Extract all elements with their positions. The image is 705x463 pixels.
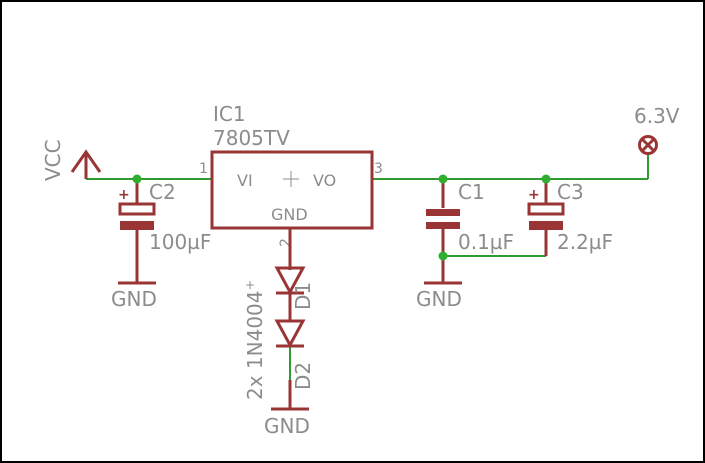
junction-dot — [438, 251, 448, 261]
c3-plate-positive — [527, 202, 565, 216]
d1-name: D1 — [291, 282, 315, 310]
c2-capacitor[interactable]: + C2 100µF — [118, 179, 211, 282]
junction-dot — [541, 174, 551, 184]
vcc-label: VCC — [41, 139, 65, 181]
junctions — [132, 174, 551, 261]
ic1-pin-vi: VI — [237, 171, 253, 190]
ic1-body — [210, 150, 374, 230]
c2-polarity-mark: + — [118, 187, 130, 203]
c3-value: 2.2µF — [557, 230, 613, 254]
d2-diode[interactable]: D2 — [274, 319, 315, 390]
c1-plate-top — [426, 209, 460, 216]
ic1-regulator[interactable]: IC1 7805TV VI VO GND 1 3 2 — [199, 102, 383, 270]
junction-dot — [438, 174, 448, 184]
ic1-pin-vo: VO — [313, 171, 336, 190]
ic1-name: IC1 — [213, 102, 246, 126]
c1-value: 0.1µF — [458, 230, 514, 254]
output-label: 6.3V — [634, 104, 680, 128]
origin-cross-icon — [283, 171, 299, 187]
wires — [86, 155, 649, 380]
diodes-value: 2x 1N4004 — [243, 290, 267, 400]
c2-plate-negative — [120, 221, 154, 230]
junction-dot — [132, 174, 142, 184]
ic1-pin3-number: 3 — [374, 161, 383, 177]
terminal-icon — [638, 135, 658, 155]
c2-plate-positive — [118, 202, 156, 216]
d2-triangle-icon — [274, 319, 306, 349]
c1-name: C1 — [458, 180, 485, 204]
c3-polarity-mark: + — [528, 187, 540, 203]
terminal-cross-b — [640, 137, 656, 153]
c2-value: 100µF — [149, 230, 211, 254]
gnd-label-c1: GND — [416, 287, 462, 311]
c3-name: C3 — [557, 180, 584, 204]
ic1-part: 7805TV — [213, 126, 290, 150]
gnd-symbol-c2[interactable]: GND — [111, 281, 157, 311]
d1-triangle-icon — [274, 266, 306, 296]
ic1-pin2-number: 2 — [278, 238, 294, 247]
vcc-symbol[interactable]: VCC — [41, 139, 102, 181]
c2-name: C2 — [149, 180, 176, 204]
output-terminal[interactable]: 6.3V — [634, 104, 680, 155]
c3-capacitor[interactable]: + C3 2.2µF — [527, 179, 613, 256]
ic1-pin1-number: 1 — [199, 161, 208, 177]
ic1-pin-gnd: GND — [271, 205, 308, 224]
d1-diode[interactable]: D1 + — [245, 266, 315, 320]
c1-plate-bottom — [426, 222, 460, 229]
c3-plate-negative — [529, 221, 563, 230]
gnd-label-diodes: GND — [264, 414, 310, 438]
d2-name: D2 — [291, 362, 315, 390]
gnd-symbol-c1[interactable]: GND — [416, 281, 462, 311]
gnd-symbol-diodes[interactable]: GND — [264, 380, 310, 438]
c1-capacitor[interactable]: C1 0.1µF — [426, 179, 514, 282]
gnd-label-c2: GND — [111, 287, 157, 311]
d1-mark: + — [245, 278, 255, 292]
